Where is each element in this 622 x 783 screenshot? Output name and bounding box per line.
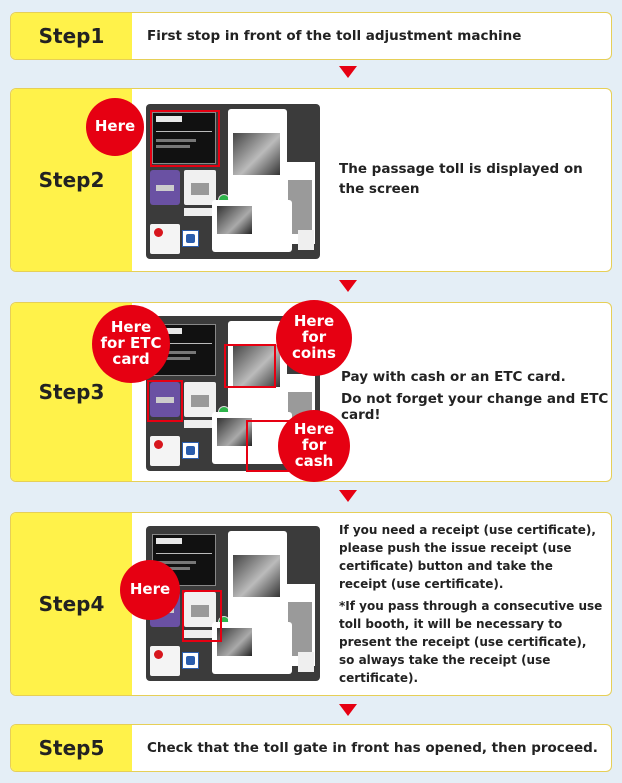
- step-warning: *If you pass through a consecutive use t…: [339, 599, 603, 685]
- etc-card-slot: [150, 170, 180, 205]
- step-label: Step1: [11, 13, 132, 59]
- down-arrow-icon: [339, 66, 357, 78]
- callout-cash: Here for cash: [278, 410, 350, 482]
- toll-machine-illustration: [146, 526, 320, 681]
- step4-panel: Step4 If you need a receipt (use certifi…: [10, 512, 612, 696]
- coin-panel: [228, 109, 287, 202]
- down-arrow-icon: [339, 490, 357, 502]
- callout-etc: Here for ETC card: [92, 305, 170, 383]
- step-text: Check that the toll gate in front has op…: [147, 740, 598, 756]
- coin-slot-highlight: [224, 344, 276, 388]
- down-arrow-icon: [339, 280, 357, 292]
- step-warning: Do not forget your change and ETC card!: [341, 391, 609, 423]
- change-tray: [212, 200, 292, 252]
- step-text: First stop in front of the toll adjustme…: [147, 28, 522, 44]
- receipt-button: [184, 170, 216, 205]
- step-label: Step5: [11, 725, 132, 771]
- step-label: Step4: [11, 513, 132, 695]
- callout-here: Here: [86, 98, 144, 156]
- step5-panel: Step5 Check that the toll gate in front …: [10, 724, 612, 772]
- step1-panel: Step1 First stop in front of the toll ad…: [10, 12, 612, 60]
- wheelchair-icon: [182, 230, 199, 247]
- etc-slot-highlight: [147, 380, 183, 422]
- toll-display-screen: [152, 112, 216, 164]
- toll-machine-illustration: [146, 104, 320, 259]
- step-text: Pay with cash or an ETC card.: [341, 369, 566, 385]
- callout-coins: Here for coins: [276, 300, 352, 376]
- call-button: [150, 224, 180, 254]
- step-text: The passage toll is displayed on the scr…: [339, 161, 583, 197]
- callout-here: Here: [120, 560, 180, 620]
- down-arrow-icon: [339, 704, 357, 716]
- step-text: If you need a receipt (use certificate),…: [339, 523, 596, 591]
- receipt-button-highlight: [182, 590, 222, 642]
- screen-highlight: [150, 110, 220, 167]
- cancel-button: [298, 230, 314, 250]
